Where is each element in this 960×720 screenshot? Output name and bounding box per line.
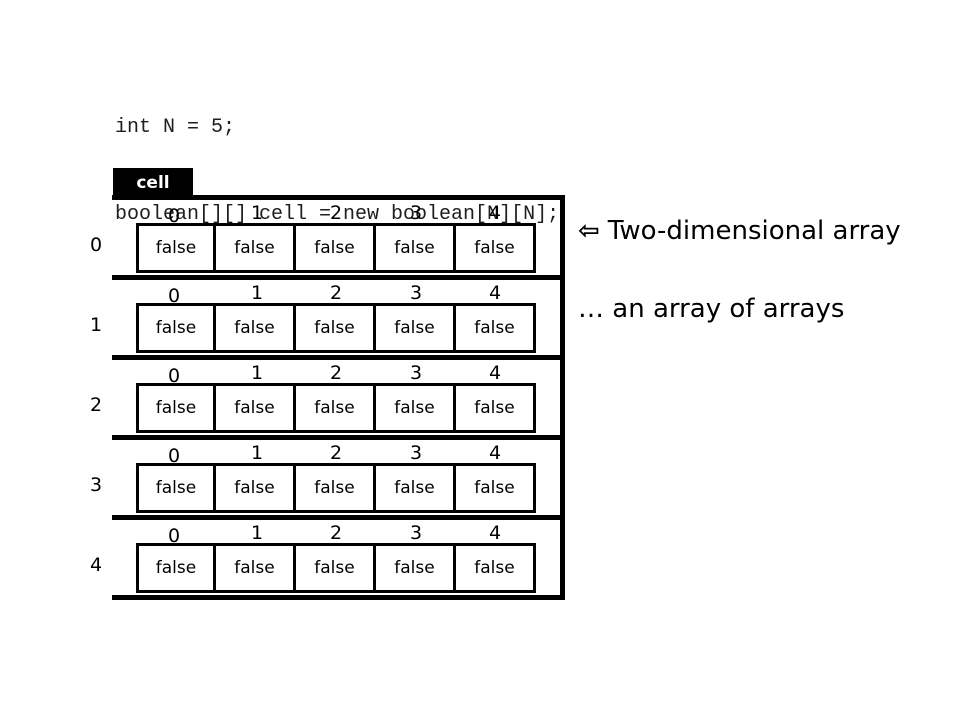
- array-cell: false: [296, 543, 376, 593]
- array-cell: false: [216, 383, 296, 433]
- col-index-label: 4: [488, 522, 502, 544]
- row-index-label: 4: [89, 554, 103, 576]
- array-cell: false: [296, 223, 376, 273]
- caption-two-dimensional: ⇦Two-dimensional array: [578, 216, 901, 246]
- array-cell: false: [216, 543, 296, 593]
- col-index-label: 2: [329, 522, 343, 544]
- array-cell: false: [216, 463, 296, 513]
- col-index-label: 2: [329, 202, 343, 224]
- array-cell: false: [216, 303, 296, 353]
- col-index-label: 2: [329, 442, 343, 464]
- array-cell: false: [136, 463, 216, 513]
- col-index-label: 3: [409, 282, 423, 304]
- col-index-label: 2: [329, 282, 343, 304]
- col-index-label: 1: [250, 362, 264, 384]
- col-index-label: 0: [167, 365, 181, 387]
- row-separator: [112, 515, 565, 520]
- array-cell: false: [136, 543, 216, 593]
- array-cell: false: [296, 383, 376, 433]
- row-separator: [112, 355, 565, 360]
- col-index-label: 1: [250, 282, 264, 304]
- col-index-label: 2: [329, 362, 343, 384]
- array-cell: false: [136, 303, 216, 353]
- col-index-label: 4: [488, 202, 502, 224]
- col-index-label: 0: [167, 285, 181, 307]
- array-cell: false: [456, 543, 536, 593]
- array-cell: false: [136, 223, 216, 273]
- array-cell: false: [456, 383, 536, 433]
- array-cell: false: [456, 223, 536, 273]
- array-cell: false: [296, 463, 376, 513]
- code-line-2: boolean[][] cell = new boolean[N][N];: [115, 203, 560, 226]
- array-cell: false: [376, 463, 456, 513]
- left-arrow-icon: ⇦: [578, 216, 600, 246]
- array-outer-frame: [112, 195, 565, 600]
- col-index-label: 0: [167, 445, 181, 467]
- array-cell: false: [216, 223, 296, 273]
- col-index-label: 3: [409, 522, 423, 544]
- array-cell: false: [376, 303, 456, 353]
- row-index-label: 2: [89, 394, 103, 416]
- code-line-1: int N = 5;: [115, 116, 236, 139]
- col-index-label: 1: [250, 522, 264, 544]
- col-index-label: 3: [409, 442, 423, 464]
- array-cell: false: [456, 303, 536, 353]
- array-cell: false: [136, 383, 216, 433]
- row-separator: [112, 435, 565, 440]
- array-cell: false: [376, 223, 456, 273]
- array-cell: false: [376, 383, 456, 433]
- col-index-label: 0: [167, 525, 181, 547]
- col-index-label: 1: [250, 202, 264, 224]
- row-separator: [112, 275, 565, 280]
- code-snippet: int N = 5; boolean[][] cell = new boolea…: [115, 55, 559, 258]
- row-index-label: 1: [89, 314, 103, 336]
- array-cell: false: [296, 303, 376, 353]
- array-cell: false: [456, 463, 536, 513]
- col-index-label: 4: [488, 362, 502, 384]
- array-cell: false: [376, 543, 456, 593]
- row-index-label: 3: [89, 474, 103, 496]
- col-index-label: 3: [409, 202, 423, 224]
- row-index-label: 0: [89, 234, 103, 256]
- col-index-label: 1: [250, 442, 264, 464]
- caption-array-of-arrays: … an array of arrays: [578, 294, 845, 324]
- col-index-label: 4: [488, 442, 502, 464]
- col-index-label: 4: [488, 282, 502, 304]
- col-index-label: 3: [409, 362, 423, 384]
- col-index-label: 0: [167, 205, 181, 227]
- array-name-tab: cell: [113, 168, 193, 197]
- caption-two-dimensional-text: Two-dimensional array: [607, 216, 901, 246]
